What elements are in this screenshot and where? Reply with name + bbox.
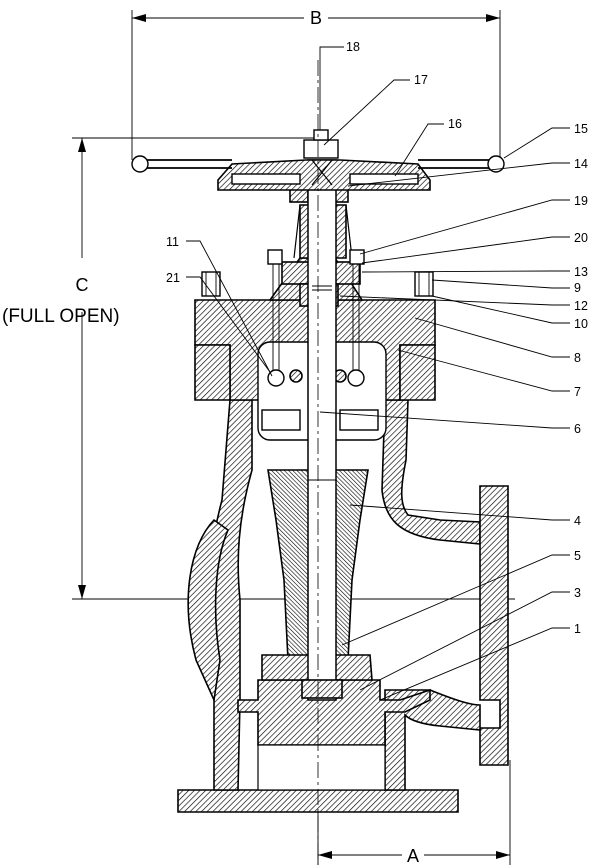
dimension-b: B bbox=[131, 8, 501, 160]
handwheel-nut bbox=[303, 129, 339, 186]
callout-8: 8 bbox=[574, 351, 581, 365]
dimension-c-note: (FULL OPEN) bbox=[2, 306, 120, 327]
callout-4: 4 bbox=[574, 514, 581, 528]
valve-stem bbox=[301, 159, 343, 701]
dimension-b-label: B bbox=[310, 8, 322, 28]
callout-10: 10 bbox=[574, 317, 588, 331]
callout-12: 12 bbox=[574, 299, 588, 313]
callout-14: 14 bbox=[574, 157, 588, 171]
callout-16: 16 bbox=[448, 117, 462, 131]
callout-3: 3 bbox=[574, 586, 581, 600]
dimension-c-label: C bbox=[76, 275, 89, 295]
dimension-c: C (FULL OPEN) bbox=[2, 137, 515, 600]
callout-5: 5 bbox=[574, 549, 581, 563]
dimension-a-label: A bbox=[407, 846, 419, 865]
callout-6: 6 bbox=[574, 422, 581, 436]
callout-11: 11 bbox=[166, 235, 179, 249]
callout-7: 7 bbox=[574, 385, 581, 399]
callout-18: 18 bbox=[346, 40, 360, 54]
callout-1: 1 bbox=[574, 622, 581, 636]
eyebolts bbox=[267, 249, 365, 387]
callout-17: 17 bbox=[414, 73, 428, 87]
callout-9: 9 bbox=[574, 281, 581, 295]
callout-15: 15 bbox=[574, 122, 588, 136]
callout-20: 20 bbox=[574, 231, 588, 245]
part-callouts: 18 17 16 15 14 19 20 13 12 9 10 8 bbox=[166, 40, 588, 701]
callout-13: 13 bbox=[574, 265, 588, 279]
body-bolts bbox=[201, 271, 434, 297]
valve-body bbox=[177, 399, 509, 813]
callout-21: 21 bbox=[166, 271, 180, 285]
callout-19: 19 bbox=[574, 194, 588, 208]
